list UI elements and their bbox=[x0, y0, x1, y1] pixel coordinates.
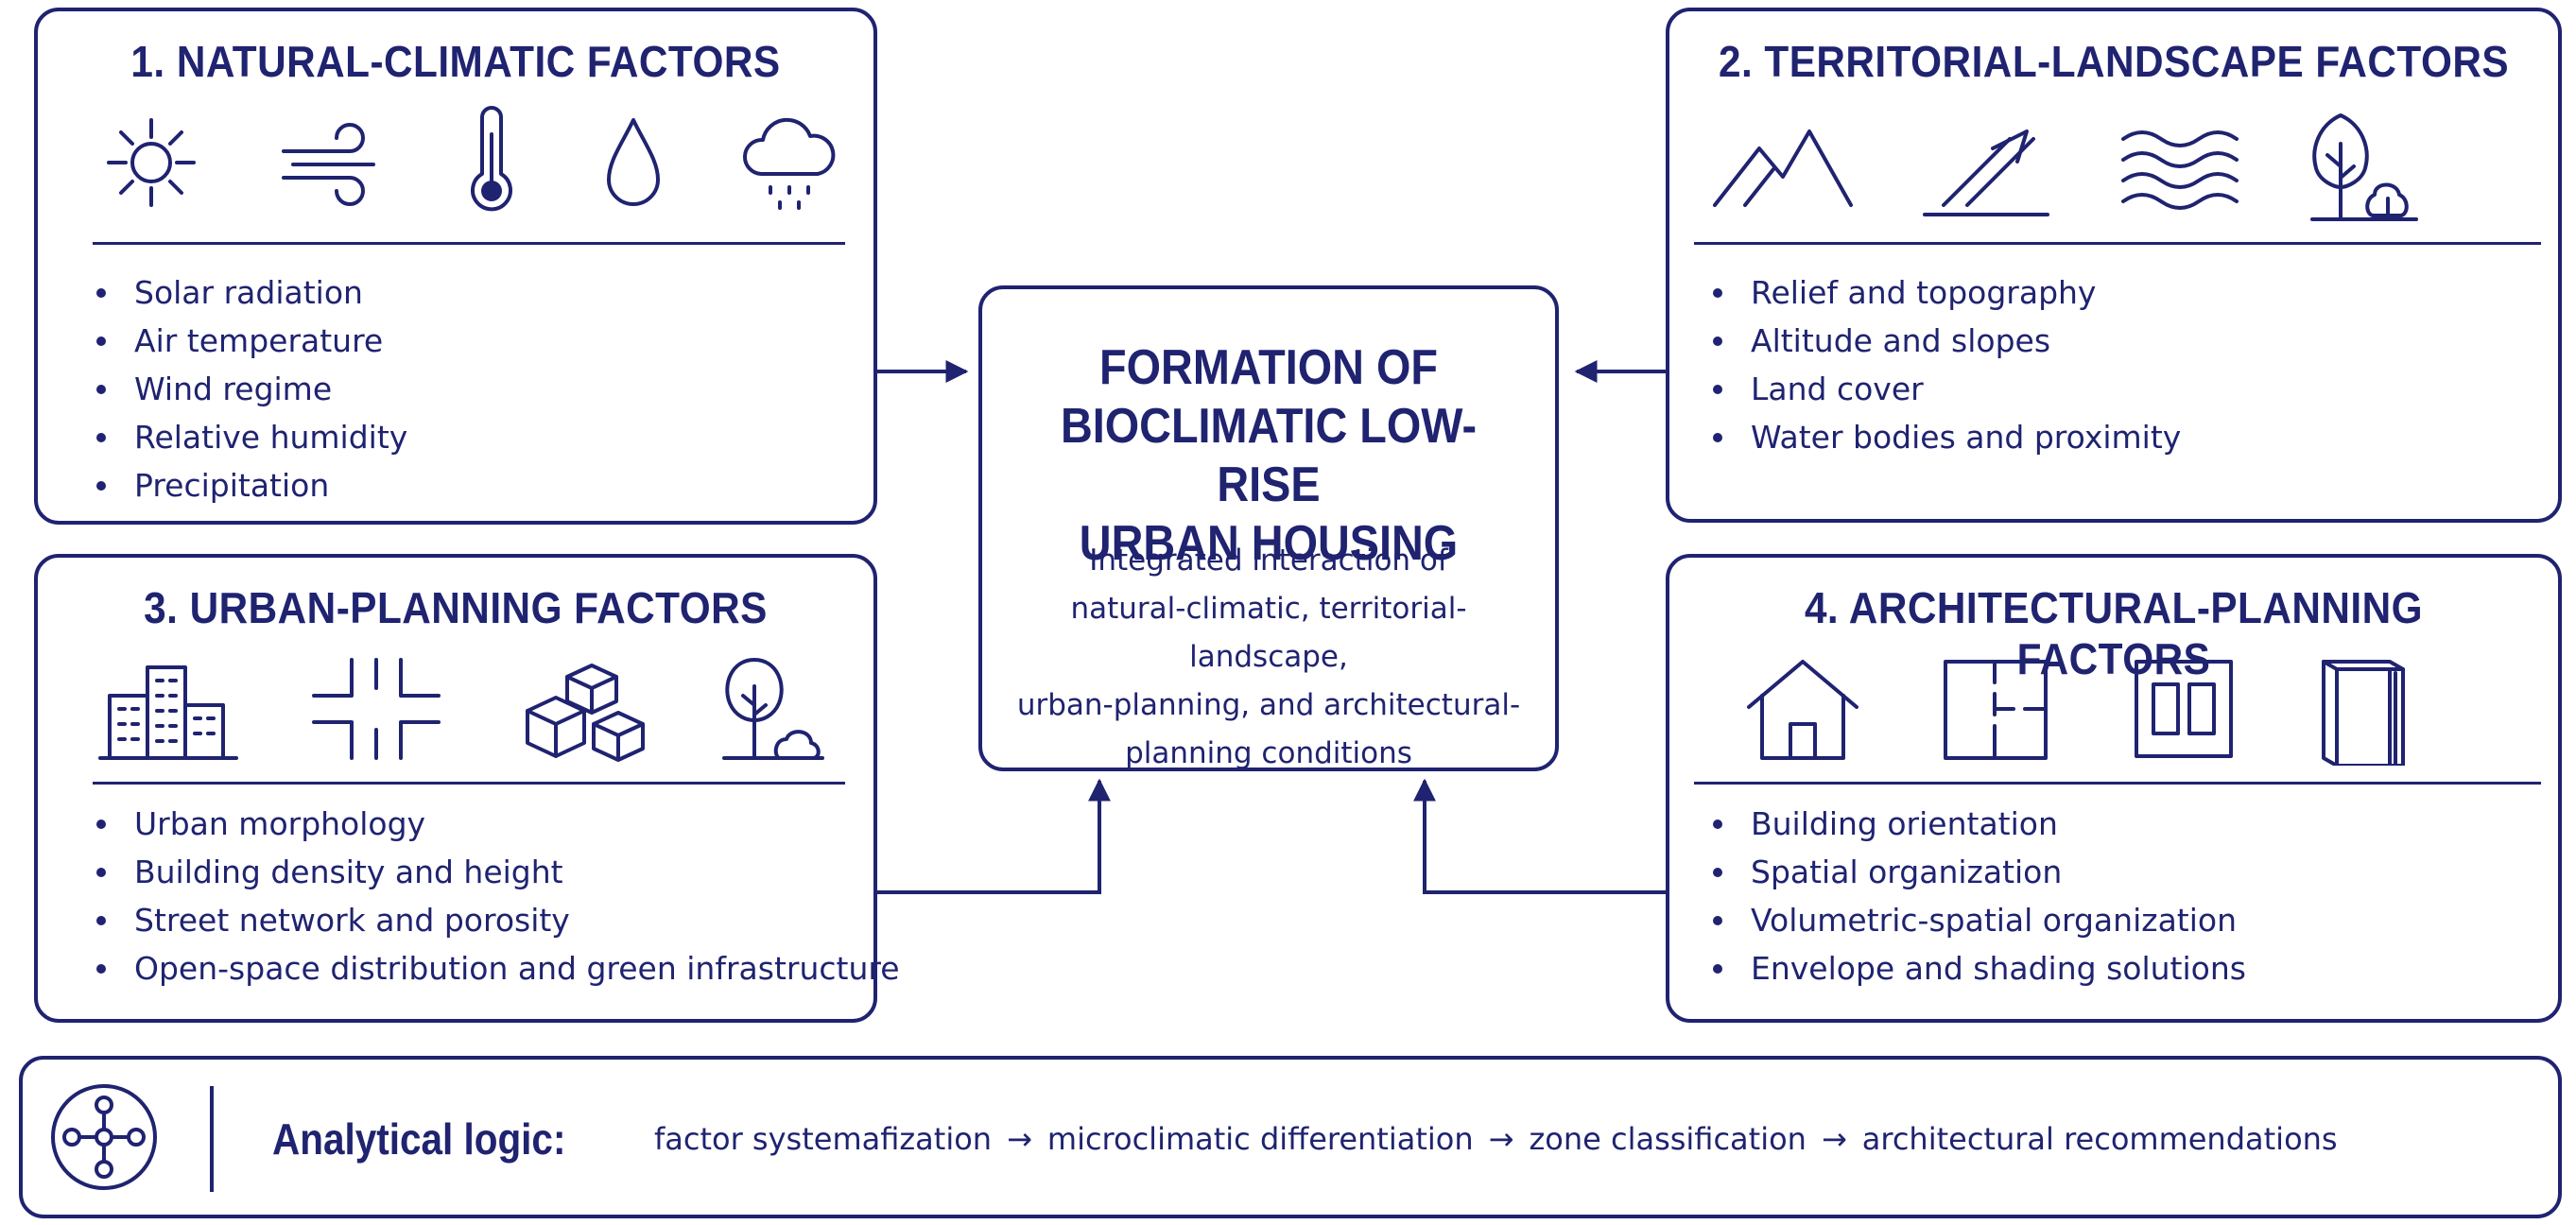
icon-row bbox=[95, 106, 841, 219]
center-title: FORMATION OF BIOCLIMATIC LOW-RISE URBAN … bbox=[1011, 338, 1526, 573]
list-item: Building density and height bbox=[93, 848, 900, 896]
step-arrow: → bbox=[1821, 1121, 1847, 1157]
envelope-panel-icon bbox=[2322, 660, 2405, 766]
urban-planning-factors-box: 3. URBAN-PLANNING FACTORS Urban bbox=[34, 554, 900, 1023]
center-subtitle-line: planning conditions bbox=[1125, 736, 1412, 770]
divider bbox=[1694, 782, 2541, 785]
factor-list: Relief and topography Altitude and slope… bbox=[1709, 268, 2181, 461]
trees-icon bbox=[2310, 113, 2418, 221]
divider bbox=[93, 242, 845, 245]
step-label: microclimatic differentiation bbox=[1046, 1121, 1474, 1157]
center-title-line: FORMATION OF bbox=[1099, 340, 1438, 395]
divider bbox=[1694, 242, 2541, 245]
center-subtitle-line: natural-climatic, territorial-landscape, bbox=[1070, 592, 1467, 674]
factor-list: Building orientation Spatial organizatio… bbox=[1709, 800, 2246, 992]
slope-icon bbox=[1923, 129, 2049, 216]
list-item: Air temperature bbox=[93, 317, 407, 365]
factor-list: Solar radiation Air temperature Wind reg… bbox=[93, 268, 407, 509]
list-item: Land cover bbox=[1709, 365, 2181, 413]
floor-plan-icon bbox=[1944, 660, 2048, 760]
mountains-icon bbox=[1713, 129, 1853, 207]
step-arrow: → bbox=[1007, 1121, 1032, 1157]
city-buildings-icon bbox=[98, 665, 238, 760]
icon-row bbox=[1707, 106, 2426, 229]
list-item: Relative humidity bbox=[93, 413, 407, 461]
box-title: 3. URBAN-PLANNING FACTORS bbox=[144, 583, 768, 632]
list-item: Wind regime bbox=[93, 365, 407, 413]
analytical-logic-label: Analytical logic: bbox=[272, 1114, 566, 1164]
center-subtitle-line: Integrated interaction of bbox=[1089, 543, 1448, 578]
street-network-icon bbox=[312, 658, 441, 760]
network-node-icon bbox=[51, 1084, 157, 1190]
center-title-line: URBAN HOUSING bbox=[1079, 516, 1459, 571]
analytical-logic-steps: factor systemafization → microclimatic d… bbox=[654, 1118, 2338, 1160]
step-label: factor systemafization bbox=[654, 1121, 993, 1157]
window-icon bbox=[2135, 660, 2233, 758]
footer-separator bbox=[210, 1086, 214, 1192]
sun-icon bbox=[107, 118, 196, 207]
list-item: Precipitation bbox=[93, 461, 407, 509]
arrow-box4-to-center bbox=[1413, 778, 1666, 894]
territorial-landscape-factors-box: 2. TERRITORIAL-LANDSCAPE FACTORS Relief … bbox=[1666, 8, 2562, 523]
architectural-planning-factors-box: 4. ARCHITECTURAL-PLANNING FACTORS Buildi… bbox=[1666, 554, 2562, 1023]
icon-row bbox=[93, 652, 830, 766]
list-item: Street network and porosity bbox=[93, 896, 900, 944]
center-subtitle-line: urban-planning, and architectural- bbox=[1016, 688, 1521, 722]
arrow-box3-to-center bbox=[877, 778, 1111, 894]
thermometer-icon bbox=[471, 106, 512, 212]
step-arrow: → bbox=[1488, 1121, 1514, 1157]
icon-row bbox=[1741, 652, 2414, 766]
list-item: Open-space distribution and green infras… bbox=[93, 944, 900, 992]
building-blocks-icon bbox=[526, 664, 645, 762]
water-waves-icon bbox=[2121, 130, 2239, 210]
divider bbox=[93, 782, 845, 785]
wind-icon bbox=[282, 123, 375, 206]
box-title: 2. TERRITORIAL-LANDSCAPE FACTORS bbox=[1718, 37, 2510, 86]
tree-icon bbox=[722, 658, 824, 760]
list-item: Water bodies and proximity bbox=[1709, 413, 2181, 461]
water-drop-icon bbox=[607, 118, 660, 206]
list-item: Spatial organization bbox=[1709, 848, 2246, 896]
house-icon bbox=[1747, 660, 1859, 760]
box-title: 1. NATURAL-CLIMATIC FACTORS bbox=[130, 37, 781, 86]
list-item: Volumetric-spatial organization bbox=[1709, 896, 2246, 944]
center-box: FORMATION OF BIOCLIMATIC LOW-RISE URBAN … bbox=[978, 285, 1559, 771]
step-label: zone classification bbox=[1529, 1121, 1807, 1157]
natural-climatic-factors-box: 1. NATURAL-CLIMATIC FACTORS Solar radiat… bbox=[34, 8, 877, 525]
list-item: Altitude and slopes bbox=[1709, 317, 2181, 365]
step-label: architectural recommendations bbox=[1861, 1121, 2338, 1157]
center-title-line: BIOCLIMATIC LOW-RISE bbox=[1060, 399, 1478, 512]
list-item: Relief and topography bbox=[1709, 268, 2181, 317]
factor-list: Urban morphology Building density and he… bbox=[93, 800, 900, 992]
list-item: Building orientation bbox=[1709, 800, 2246, 848]
list-item: Urban morphology bbox=[93, 800, 900, 848]
center-subtitle: Integrated interaction of natural-climat… bbox=[1001, 537, 1536, 778]
box-title: 4. ARCHITECTURAL-PLANNING FACTORS bbox=[1804, 583, 2424, 683]
rain-cloud-icon bbox=[742, 117, 836, 210]
analytical-logic-bar: Analytical logic: factor systemafization… bbox=[19, 1056, 2562, 1218]
list-item: Solar radiation bbox=[93, 268, 407, 317]
list-item: Envelope and shading solutions bbox=[1709, 944, 2246, 992]
